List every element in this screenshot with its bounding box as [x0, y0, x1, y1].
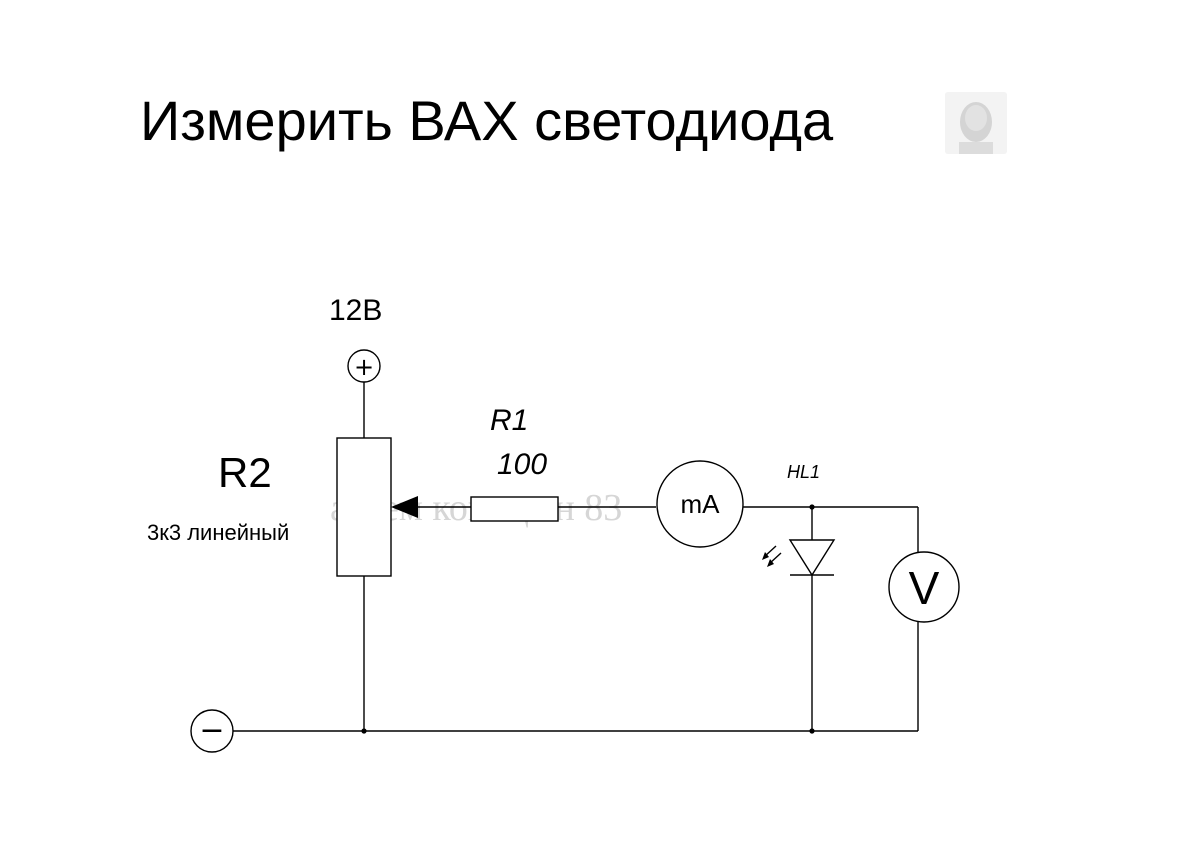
r2-name-label: R2: [218, 449, 272, 496]
r2-value-label: 3к3 линейный: [147, 520, 289, 545]
led-hl1: [763, 539, 836, 577]
voltmeter-label: V: [909, 562, 940, 614]
minus-terminal-label: −: [199, 713, 224, 748]
ammeter-label: mA: [681, 489, 721, 519]
junction-dot: [361, 728, 367, 734]
ammeter: [656, 460, 744, 548]
plus-terminal-label: +: [354, 353, 374, 381]
wiper-arrow-icon: [391, 496, 418, 518]
resistor-r1: [470, 496, 559, 522]
potentiometer-r2: [336, 437, 392, 577]
avatar: [945, 92, 1007, 154]
led-name-label: HL1: [787, 462, 820, 482]
junction-dot: [809, 504, 815, 510]
supply-voltage-label: 12В: [329, 294, 382, 327]
page-title: Измерить ВАХ светодиода: [140, 89, 834, 152]
voltmeter: [888, 551, 960, 623]
r1-value-label: 100: [497, 448, 547, 481]
junction-dot: [809, 728, 815, 734]
r1-name-label: R1: [490, 404, 528, 437]
